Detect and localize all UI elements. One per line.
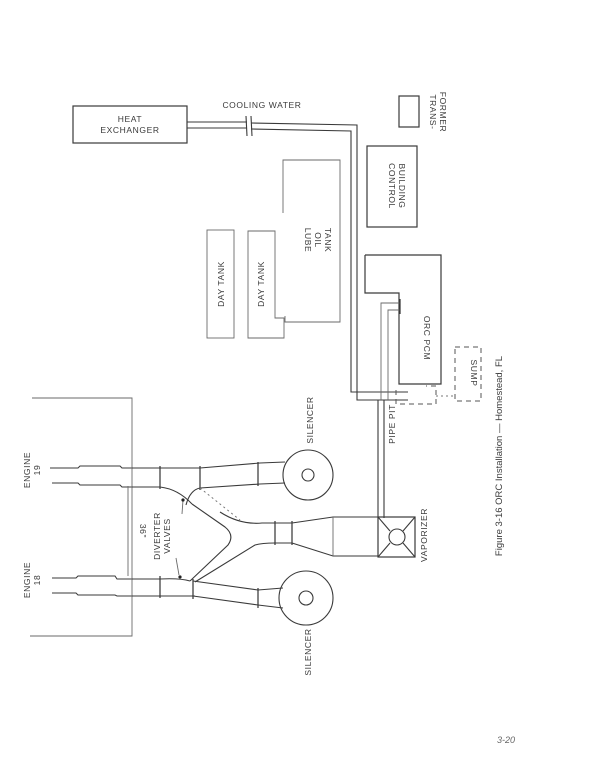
exhaust-branch-18 (132, 576, 284, 609)
manifold-bottom (194, 542, 276, 583)
engine-18: ENGINE 18 (22, 562, 158, 598)
vaporizer-x-4 (402, 542, 416, 558)
pipe-break-mark-2 (250, 115, 253, 137)
engine-19-exhaust-bottom (52, 482, 158, 488)
orc-pcm-label: ORC PCM (422, 316, 432, 360)
heat-exchanger: HEAT EXCHANGER (72, 105, 188, 144)
transformer: TRANS- FORMER (398, 92, 448, 132)
transformer-label-line2: FORMER (438, 92, 448, 132)
orc-pipe-b (387, 309, 400, 400)
control-building-box (366, 145, 418, 228)
building-wall: 36" (30, 397, 148, 637)
e19-to-silencer-bottom (199, 482, 286, 489)
e18-bend (159, 578, 191, 582)
cooling-water-pipes: COOLING WATER (187, 100, 408, 401)
diverter-manifold: DIVERTER VALVES (152, 498, 378, 583)
pipe-break-mark-1 (245, 115, 248, 137)
engine-19-exhaust-top (50, 465, 158, 469)
figure-caption: Figure 3-16 ORC Installation — Homestead… (494, 356, 505, 556)
diverter-valves-label-line2: VALVES (162, 518, 172, 553)
engine-18-exhaust-top (52, 575, 158, 580)
pipe-pit: PIPE PIT (387, 385, 455, 444)
day-tank-1-label: DAY TANK (216, 261, 226, 307)
control-building: CONTROL BUILDING (366, 145, 418, 228)
diverter-pointer-upper-head (181, 498, 185, 502)
e19-to-silencer-top (199, 461, 286, 469)
silencer-lower-core (298, 590, 314, 606)
diverter-valve-19 (185, 487, 201, 506)
exhaust-branch-19 (132, 461, 286, 521)
engine-18-label-line1: ENGINE (22, 562, 32, 598)
vaporizer-label: VAPORIZER (419, 508, 429, 562)
engine-19: ENGINE 19 (22, 452, 158, 488)
vaporizer-x-1 (377, 516, 391, 532)
sump-label: SUMP (469, 360, 479, 387)
vaporizer-core (388, 528, 406, 546)
heat-exchanger-box (72, 105, 188, 144)
orc-pcm-box (364, 254, 442, 385)
engine-18-exhaust-bottom (52, 592, 158, 597)
vaporizer-box (377, 516, 416, 558)
engine-19-label-line2: 19 (32, 465, 42, 476)
vaporizer-feed-pipes (377, 400, 385, 518)
sump: SUMP (454, 346, 482, 402)
cooling-pipe-outer-b (250, 122, 408, 401)
orc-pipe-a (380, 302, 400, 400)
day-tank-1-box (206, 229, 235, 339)
diverter-pointer-head (178, 575, 182, 579)
e19-bypass-dashed (199, 487, 241, 521)
silencer-upper-label: SILENCER (305, 396, 315, 443)
engine-18-label-line2: 18 (32, 575, 42, 586)
orc-pcm: ORC PCM (364, 254, 442, 400)
diverter-valves-label-line1: DIVERTER (152, 512, 162, 560)
silencer-lower-body (278, 570, 334, 626)
diverter-pointer (175, 557, 180, 576)
day-tank-2-box (247, 230, 285, 339)
heat-exchanger-label-line2: EXCHANGER (100, 125, 159, 135)
day-tank-1: DAY TANK (206, 229, 235, 339)
vaporizer: VAPORIZER (377, 508, 429, 562)
heat-exchanger-label-line1: HEAT (118, 114, 142, 124)
lube-oil-tank-label-line2: OIL (313, 232, 323, 248)
e18-to-silencer-bottom (192, 595, 284, 609)
control-building-label-line2: BUILDING (397, 164, 407, 209)
wall-outline (30, 397, 133, 637)
transition-bottom (291, 542, 378, 557)
dimension-36-label: 36" (138, 524, 148, 538)
vaporizer-x-2 (402, 516, 416, 532)
silencer-lower-label: SILENCER (303, 628, 313, 675)
transformer-label-line1: TRANS- (428, 94, 438, 129)
lube-oil-tank: LUBE OIL TANK (282, 159, 341, 323)
cooling-water-label: COOLING WATER (222, 100, 301, 110)
transition-top (291, 516, 378, 524)
engine-19-label-line1: ENGINE (22, 452, 32, 488)
day-tank-2-label: DAY TANK (256, 261, 266, 307)
diverter-y-inner (189, 503, 232, 582)
lube-oil-tank-label-line3: TANK (323, 228, 333, 252)
cooling-pipe-inner-b (250, 128, 408, 393)
manifold-top (219, 511, 275, 524)
pipe-pit-label: PIPE PIT (387, 404, 397, 444)
control-building-label-line1: CONTROL (387, 163, 397, 209)
pipe-pit-box (395, 385, 437, 405)
silencer-upper: SILENCER (282, 396, 334, 501)
diverter-pointer-upper (181, 499, 184, 515)
e18-to-silencer-top (192, 580, 284, 591)
e19-bend-outer (159, 486, 193, 505)
page-number: 3-20 (497, 735, 515, 745)
vaporizer-x-3 (377, 542, 391, 558)
sump-box (454, 346, 482, 402)
silencer-lower: SILENCER (278, 570, 334, 676)
lube-oil-tank-box (282, 159, 341, 323)
transformer-box (398, 95, 420, 128)
silencer-upper-body (282, 449, 334, 501)
lube-oil-tank-label-line1: LUBE (303, 228, 313, 253)
day-tank-2: DAY TANK (247, 230, 285, 339)
silencer-upper-core (301, 468, 315, 482)
